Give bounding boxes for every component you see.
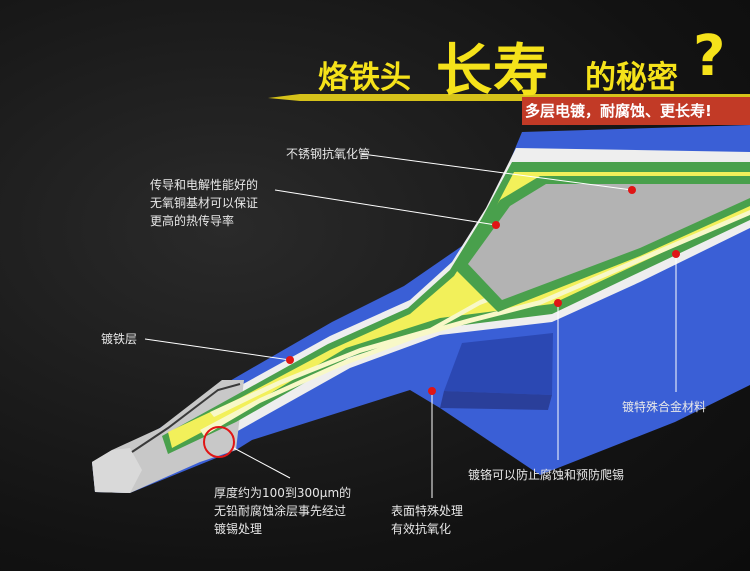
title-suffix: 的秘密: [585, 60, 678, 96]
label-surface-treatment: 表面特殊处理 有效抗氧化: [391, 504, 464, 536]
marker-chrome: [554, 299, 562, 307]
coating-highlight-circle: [203, 426, 235, 458]
label-stainless-tube: 不锈钢抗氧化管: [286, 147, 371, 161]
marker-iron: [286, 356, 294, 364]
label-alloy-plating: 镀特殊合金材料: [622, 400, 707, 414]
steel-tip-face: [92, 448, 142, 493]
marker-dots: [286, 186, 680, 395]
title-highlight: 长寿: [436, 39, 550, 104]
header-underline-taper: [268, 94, 300, 101]
marker-alloy: [672, 250, 680, 258]
label-chrome-plating: 镀铬可以防止腐蚀和预防爬锡: [468, 468, 625, 482]
label-iron-plating: 镀铁层: [101, 332, 138, 346]
sleeve-band: [444, 333, 553, 395]
leader-tube: [361, 153, 633, 191]
sleeve-highlight: [440, 391, 552, 410]
title-prefix: 烙铁头: [318, 60, 411, 96]
subtitle-banner: [522, 97, 750, 125]
marker-surface: [428, 387, 436, 395]
title-question-mark: ?: [693, 24, 726, 89]
marker-tube: [628, 186, 636, 194]
marker-copper: [492, 221, 500, 229]
leader-iron: [144, 338, 291, 361]
leader-lines: [144, 153, 677, 498]
label-copper-base: 传导和电解性能好的 无氧铜基材可以保证 更高的热传导率: [150, 178, 259, 228]
leader-copper: [274, 189, 497, 226]
leader-coating: [231, 446, 291, 479]
label-lead-free-coating: 厚度约为100到300μm的 无铅耐腐蚀涂层事先经过 镀锡处理: [214, 486, 352, 536]
tip-inner-outline: [131, 383, 241, 453]
steel-tube: [468, 184, 750, 300]
subtitle: 多层电镀，耐腐蚀、更长寿!: [525, 102, 712, 120]
